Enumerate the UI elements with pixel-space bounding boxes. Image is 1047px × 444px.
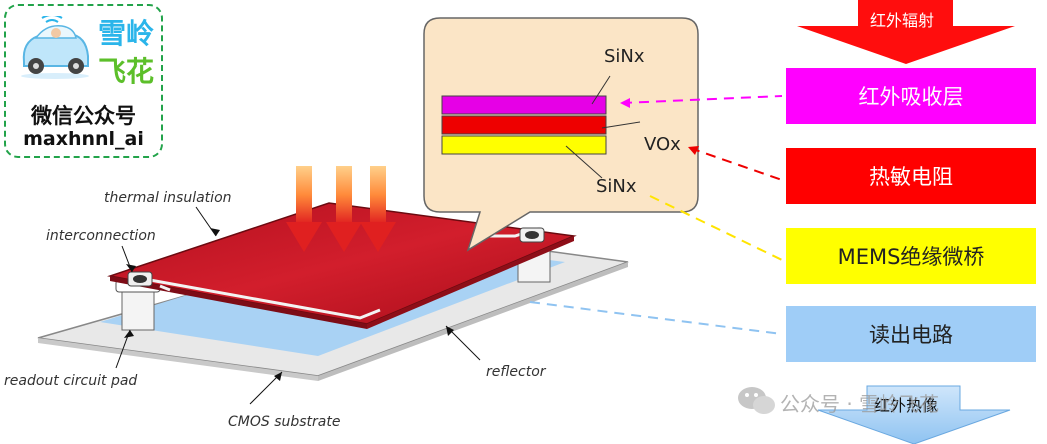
callout-vox: VOx — [644, 134, 681, 155]
connector-microbridge — [649, 195, 783, 261]
logo-title-top: 雪岭 — [98, 17, 155, 50]
heat-arrows — [286, 166, 396, 252]
label-thermistor: 热敏电阻 — [786, 148, 1036, 204]
label-readout-circuit-pad: readout circuit pad — [4, 373, 138, 389]
callout-sinx-top: SiNx — [604, 46, 645, 67]
label-interconnection: interconnection — [46, 228, 156, 244]
logo-card: 雪岭 飞花 微信公众号 maxhnnl_ai — [4, 4, 163, 158]
label-thermal-insulation: thermal insulation — [104, 190, 232, 206]
connector-readout — [529, 301, 783, 335]
label-absorber-layer: 红外吸收层 — [786, 68, 1036, 124]
label-readout-circuit: 读出电路 — [786, 306, 1036, 362]
infrared-image-arrow — [817, 385, 1011, 444]
car-logo-icon — [21, 16, 89, 79]
logo-title-bottom: 飞花 — [98, 55, 155, 88]
vox-layer — [441, 115, 607, 135]
logo-wechat-label: 微信公众号 — [31, 104, 136, 128]
infrared-radiation-label: 红外辐射 — [870, 11, 935, 30]
infrared-radiation-arrow — [797, 0, 1015, 64]
watermark-text: 公众号 · 雪岭飞花 — [780, 392, 940, 416]
label-cmos-substrate: CMOS substrate — [228, 414, 341, 430]
label-reflector: reflector — [486, 364, 546, 380]
wechat-icon — [738, 387, 775, 414]
interconnection-pad-left — [127, 271, 153, 287]
logo-account-id: maxhnnl_ai — [23, 128, 144, 150]
callout-sinx-bottom: SiNx — [596, 176, 637, 197]
sinx-bottom-layer — [441, 135, 607, 155]
connector-thermistor — [689, 147, 783, 181]
infrared-image-label: 红外热像 — [874, 396, 939, 415]
interconnection-pad-right — [519, 227, 545, 243]
connector-absorber — [621, 95, 783, 104]
label-mems-bridge: MEMS绝缘微桥 — [786, 228, 1036, 284]
sinx-top-layer — [441, 95, 607, 115]
